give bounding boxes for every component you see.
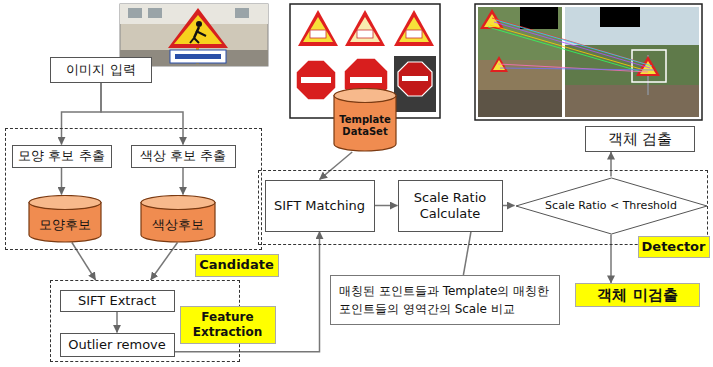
note-box: 매칭된 포인트들과 Template의 매칭한 포인트들의 영역간의 Scale… xyxy=(330,275,560,325)
connector-arrow xyxy=(320,152,353,180)
database-cylinder: 색상후보 xyxy=(140,195,216,243)
process-box: 이미지 입력 xyxy=(50,57,152,83)
node-text: 객체 미검출 xyxy=(597,286,677,304)
node-text: Scale Ratio Calculate xyxy=(399,190,502,221)
connector-arrow xyxy=(101,83,183,145)
node-text: Outlier remove xyxy=(68,337,166,353)
node-text: Detector xyxy=(642,239,706,255)
group-label: Detector xyxy=(638,236,710,258)
template-images xyxy=(290,4,440,118)
node-text: 모양후보 xyxy=(39,217,91,233)
result-label: 객체 미검출 xyxy=(575,283,700,307)
node-text: 이미지 입력 xyxy=(66,62,135,78)
connector-arrow xyxy=(610,152,612,177)
process-box: 객체 검출 xyxy=(585,126,695,152)
group-label: Candidate xyxy=(195,254,279,277)
node-text: SIFT Matching xyxy=(274,198,365,214)
database-cylinder: Template DataSet xyxy=(333,88,397,152)
process-box: SIFT Extract xyxy=(60,290,175,312)
group-region: Candidate모양 후보 추출색상 후보 추출모양후보색상후보 xyxy=(5,128,262,250)
connector-arrow xyxy=(610,235,612,284)
node-text: Template DataSet xyxy=(333,114,397,138)
process-box: Outlier remove xyxy=(60,333,175,357)
connector-arrow xyxy=(503,205,515,207)
node-text: Feature Extraction xyxy=(181,310,275,339)
process-box: Scale Ratio Calculate xyxy=(398,180,503,232)
node-text: 모양 후보 추출 xyxy=(18,148,104,164)
node-text: Scale Ratio < Threshold xyxy=(545,199,677,212)
connector-arrow xyxy=(375,205,398,207)
node-text: 매칭된 포인트들과 Template의 매칭한 포인트들의 영역간의 Scale… xyxy=(339,282,551,318)
node-text: Candidate xyxy=(199,257,273,273)
group-region: DetectorSIFT MatchingScale Ratio Calcula… xyxy=(258,170,708,245)
process-box: 색상 후보 추출 xyxy=(131,145,236,168)
database-cylinder: 모양후보 xyxy=(28,195,102,243)
connector-arrow xyxy=(182,168,184,195)
connector-arrow xyxy=(61,168,63,195)
process-box: 모양 후보 추출 xyxy=(12,145,112,168)
group-label: Feature Extraction xyxy=(180,306,276,344)
result-photo xyxy=(475,4,702,120)
connector-arrow xyxy=(151,243,178,281)
decision-diamond: Scale Ratio < Threshold xyxy=(515,177,708,235)
node-text: SIFT Extract xyxy=(78,293,156,309)
group-region: Feature ExtractionSIFT ExtractOutlier re… xyxy=(50,280,240,362)
node-text: 색상 후보 추출 xyxy=(140,148,226,164)
connector-arrow xyxy=(116,312,118,333)
connector-arrow xyxy=(62,83,102,145)
connector-arrow xyxy=(72,243,96,281)
process-box: SIFT Matching xyxy=(265,180,375,232)
node-text: 객체 검출 xyxy=(608,130,673,148)
node-text: 색상후보 xyxy=(152,217,204,233)
connector-arrow xyxy=(463,232,471,276)
